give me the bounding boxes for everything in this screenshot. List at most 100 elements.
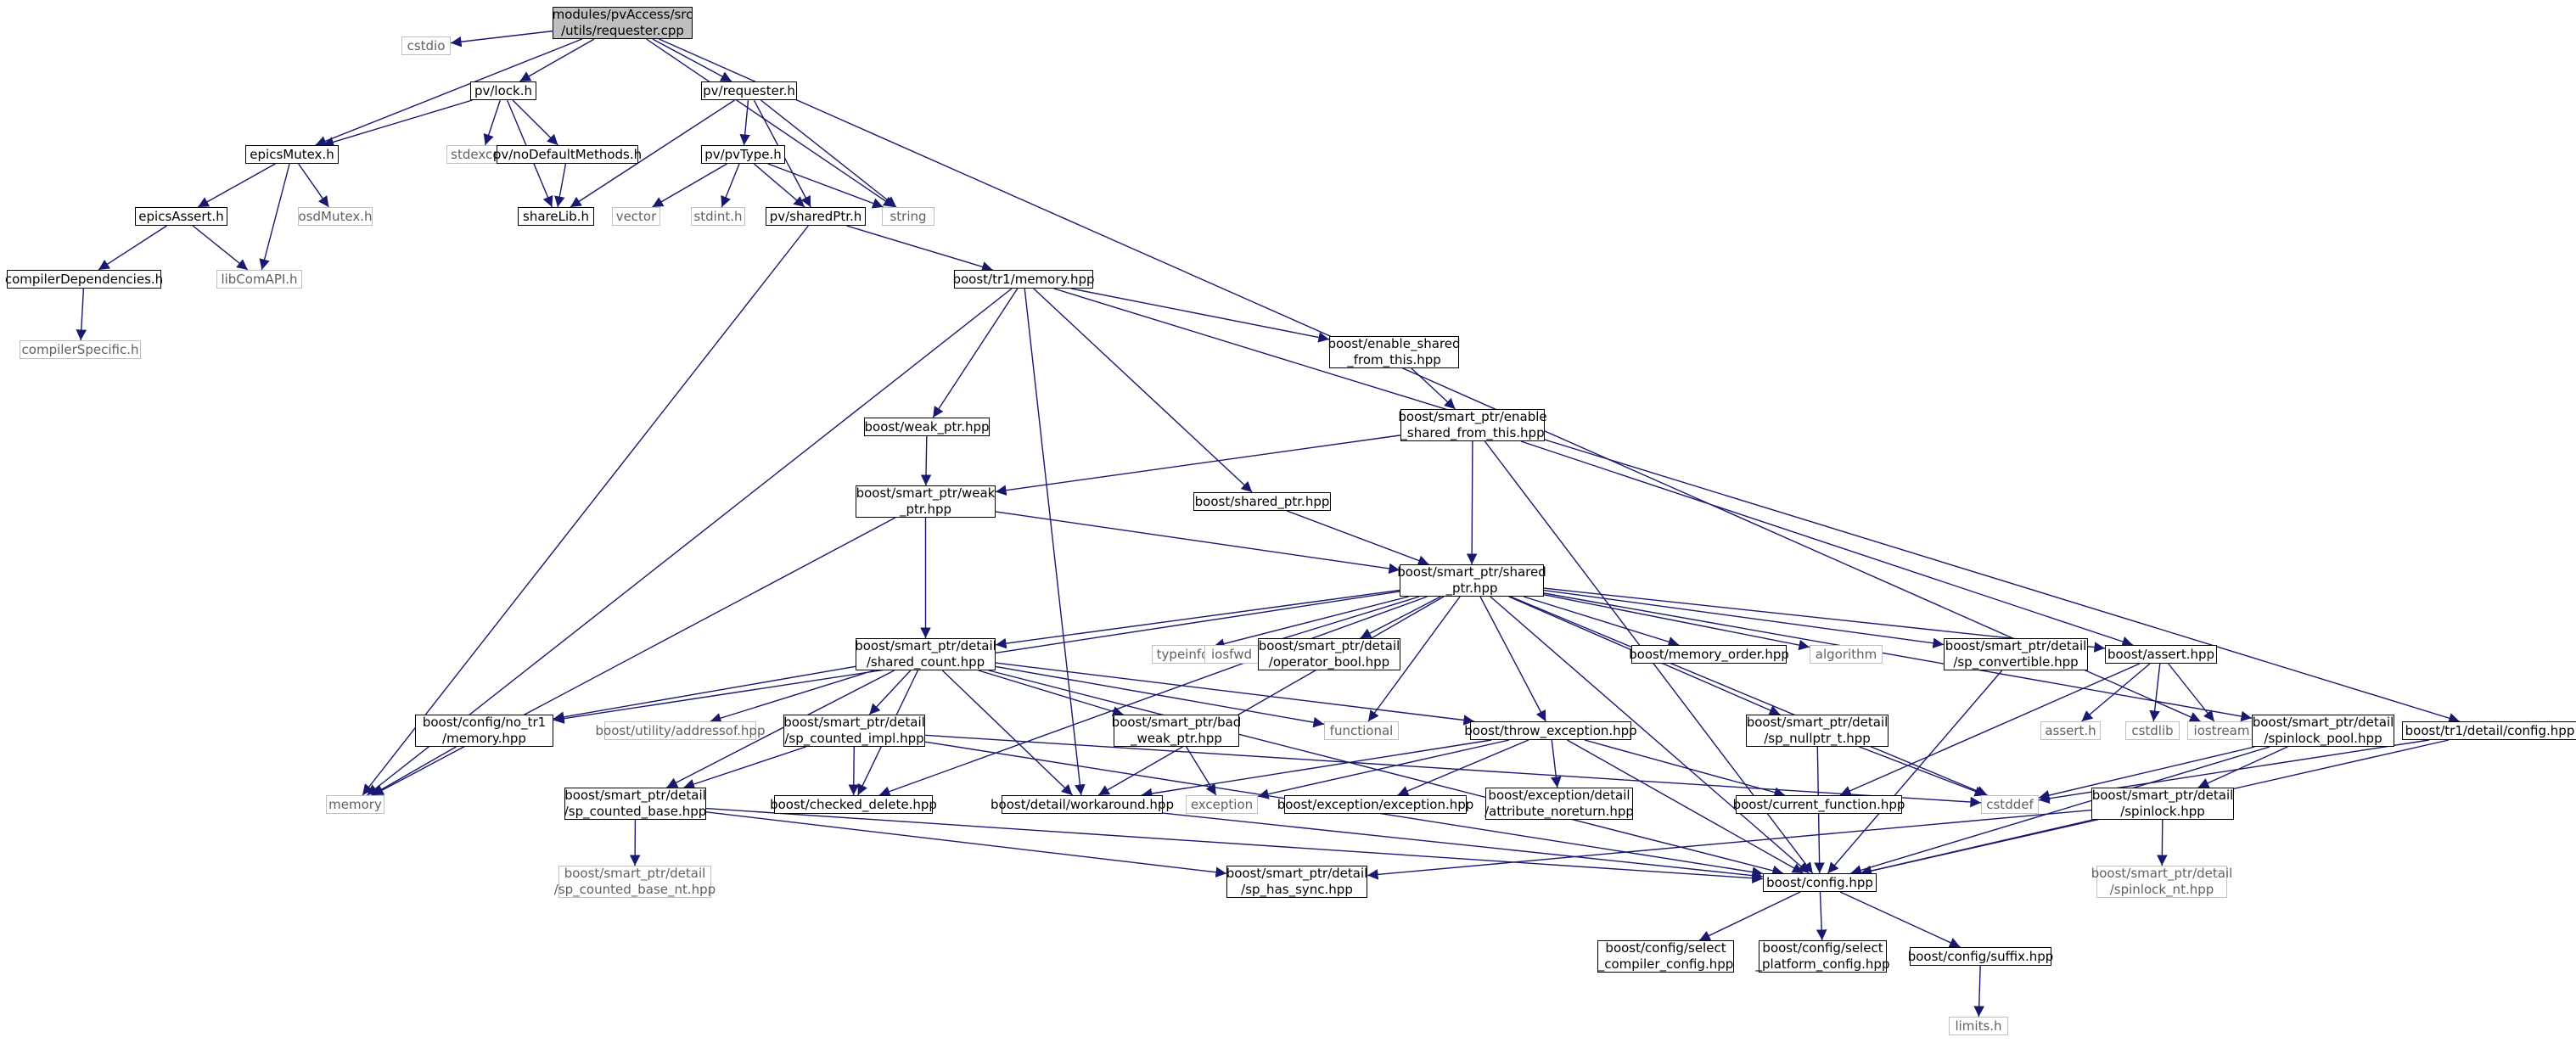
node-cstddef: cstddef bbox=[1981, 795, 2039, 814]
edge-spSharedPtr-to-operatorBool bbox=[1360, 596, 1441, 639]
edge-spEnableShared-to-spWeakPtr bbox=[995, 435, 1401, 496]
node-compilerDep[interactable]: compilerDependencies.h bbox=[5, 270, 163, 289]
node-noDefault[interactable]: pv/noDefaultMethods.h bbox=[493, 145, 642, 164]
edge-spSharedPtr-to-algorithm bbox=[1543, 594, 1810, 651]
node-requester[interactable]: pv/requester.h bbox=[701, 81, 797, 100]
node-spinlock[interactable]: boost/smart_ptr/detail /spinlock.hpp bbox=[2091, 788, 2234, 820]
node-enableShared[interactable]: boost/enable_shared _from_this.hpp bbox=[1327, 336, 1461, 368]
node-currentFunction[interactable]: boost/current_function.hpp bbox=[1733, 795, 1905, 814]
edge-root-to-cstdio bbox=[450, 30, 553, 48]
edge-weakPtr-to-spWeakPtr bbox=[920, 435, 932, 486]
node-memoryOrder[interactable]: boost/memory_order.hpp bbox=[1629, 645, 1789, 664]
edge-sharedCount-to-noTr1Memory bbox=[553, 665, 856, 722]
node-epicsMutex[interactable]: epicsMutex.h bbox=[245, 145, 339, 164]
node-throwException[interactable]: boost/throw_exception.hpp bbox=[1464, 721, 1637, 740]
node-checkedDelete[interactable]: boost/checked_delete.hpp bbox=[770, 795, 937, 814]
edge-sharedCount-to-addressof bbox=[710, 670, 874, 724]
node-operatorBool[interactable]: boost/smart_ptr/detail /operator_bool.hp… bbox=[1258, 638, 1400, 670]
node-spinlockPool[interactable]: boost/smart_ptr/detail /spinlock_pool.hp… bbox=[2252, 715, 2394, 747]
node-memory: memory bbox=[326, 795, 384, 814]
node-sharedPtr[interactable]: pv/sharedPtr.h bbox=[766, 207, 866, 226]
node-selectPlatform[interactable]: boost/config/select _platform_config.hpp bbox=[1755, 940, 1890, 973]
edge-spWeakPtr-to-spSharedPtr bbox=[995, 511, 1400, 575]
edge-spCountedImpl-to-cstddef bbox=[924, 734, 1982, 808]
edge-spSharedPtr-to-boostConfig bbox=[1490, 596, 1810, 874]
node-spCountedImpl[interactable]: boost/smart_ptr/detail /sp_counted_impl.… bbox=[783, 715, 925, 747]
node-boostConfig[interactable]: boost/config.hpp bbox=[1763, 873, 1877, 892]
node-selectCompiler[interactable]: boost/config/select _compiler_config.hpp bbox=[1597, 940, 1734, 973]
node-sharedPtrHpp[interactable]: boost/shared_ptr.hpp bbox=[1193, 492, 1331, 511]
node-attrNoreturn[interactable]: boost/exception/detail /attribute_noretu… bbox=[1484, 788, 1634, 820]
edge-spinlockPool-to-boostConfig bbox=[1850, 746, 2270, 876]
edge-requester-to-shareLib bbox=[570, 99, 735, 208]
node-pvType[interactable]: pv/pvType.h bbox=[701, 145, 785, 164]
node-vector: vector bbox=[612, 207, 660, 226]
edge-spConvertible-to-boostConfig bbox=[1827, 670, 2003, 874]
node-suffix[interactable]: boost/config/suffix.hpp bbox=[1908, 947, 2053, 966]
node-epicsAssert[interactable]: epicsAssert.h bbox=[135, 207, 227, 226]
edge-spEnableShared-to-boostAssert bbox=[1520, 440, 2134, 647]
edge-spCountedImpl-to-spCountedBase bbox=[683, 746, 806, 789]
node-compilerSpecific: compilerSpecific.h bbox=[20, 340, 141, 359]
node-spWeakPtr[interactable]: boost/smart_ptr/weak _ptr.hpp bbox=[856, 485, 996, 518]
edge-pvType-to-sharedPtr bbox=[753, 163, 805, 208]
node-boostAssert[interactable]: boost/assert.hpp bbox=[2105, 645, 2217, 664]
node-spinlockNt: boost/smart_ptr/detail /spinlock_nt.hpp bbox=[2091, 866, 2233, 898]
node-cstdlib: cstdlib bbox=[2125, 721, 2180, 740]
node-functional: functional bbox=[1324, 721, 1399, 740]
edge-tr1memory-to-sharedPtrHpp bbox=[1033, 288, 1253, 493]
edge-spNullptr-to-cstddef bbox=[1859, 746, 1986, 797]
edge-spSharedPtr-to-spConvertible bbox=[1543, 589, 1945, 649]
node-addressof: boost/utility/addressof.hpp bbox=[596, 721, 765, 740]
edge-sharedCount-to-functional bbox=[995, 665, 1325, 728]
edge-sharedCount-to-workaround bbox=[941, 670, 1074, 796]
edge-requester-to-string bbox=[760, 99, 897, 208]
node-spSharedPtr[interactable]: boost/smart_ptr/shared _ptr.hpp bbox=[1397, 564, 1546, 597]
node-spConvertible[interactable]: boost/smart_ptr/detail /sp_convertible.h… bbox=[1944, 638, 2088, 670]
edge-throwException-to-workaround bbox=[1141, 739, 1492, 799]
node-spEnableShared[interactable]: boost/smart_ptr/enable _shared_from_this… bbox=[1398, 409, 1547, 441]
edge-sharedCount-to-spCountedImpl bbox=[868, 670, 912, 715]
edge-epicsAssert-to-libComAPI bbox=[192, 225, 249, 271]
edge-spinlock-to-spHasSync bbox=[1367, 809, 2092, 880]
node-limits: limits.h bbox=[1949, 1017, 2008, 1035]
node-libComAPI: libComAPI.h bbox=[216, 270, 302, 289]
node-weakPtr[interactable]: boost/weak_ptr.hpp bbox=[864, 418, 990, 436]
edge-root-to-string bbox=[646, 38, 895, 208]
edge-tr1memory-to-tr1DetailConfig bbox=[1053, 288, 2460, 724]
edge-spSharedPtr-to-functional bbox=[1367, 596, 1461, 722]
edge-boostAssert-to-currentFunction bbox=[1839, 663, 2141, 796]
node-spNullptr[interactable]: boost/smart_ptr/detail /sp_nullptr_t.hpp bbox=[1746, 715, 1889, 747]
edge-spSharedPtr-to-cstddef bbox=[1510, 596, 1988, 796]
node-shareLib[interactable]: shareLib.h bbox=[518, 207, 594, 226]
edge-spSharedPtr-to-spinlockPool bbox=[1543, 592, 2253, 722]
edge-boostConfig-to-suffix bbox=[1839, 891, 1961, 948]
node-badWeakPtr[interactable]: boost/smart_ptr/bad _weak_ptr.hpp bbox=[1111, 715, 1242, 747]
edge-spSharedPtr-to-sharedCount bbox=[995, 589, 1400, 649]
node-workaround[interactable]: boost/detail/workaround.hpp bbox=[991, 795, 1174, 814]
edge-spSharedPtr-to-iosfwd bbox=[1258, 596, 1420, 648]
node-sharedCount[interactable]: boost/smart_ptr/detail /shared_count.hpp bbox=[855, 638, 996, 670]
edge-boostConfig-to-selectPlatform bbox=[1816, 891, 1827, 941]
edge-pvType-to-vector bbox=[652, 163, 727, 208]
node-spHasSync[interactable]: boost/smart_ptr/detail /sp_has_sync.hpp bbox=[1226, 866, 1368, 898]
edge-throwException-to-boostConfig bbox=[1567, 739, 1804, 874]
node-lock[interactable]: pv/lock.h bbox=[470, 81, 536, 100]
edge-epicsAssert-to-compilerDep bbox=[98, 225, 167, 271]
edge-epicsMutex-to-epicsAssert bbox=[197, 163, 276, 208]
edge-boostAssert-to-iostream bbox=[2168, 663, 2215, 722]
node-exceptionException[interactable]: boost/exception/exception.hpp bbox=[1277, 795, 1473, 814]
edge-spCountedImpl-to-checkedDelete bbox=[848, 746, 860, 796]
node-tr1memory[interactable]: boost/tr1/memory.hpp bbox=[952, 270, 1095, 289]
edge-root-to-iostream bbox=[659, 38, 2201, 722]
node-noTr1Memory[interactable]: boost/config/no_tr1 /memory.hpp bbox=[415, 715, 553, 747]
node-asserth: assert.h bbox=[2040, 721, 2101, 740]
node-spCountedBase[interactable]: boost/smart_ptr/detail /sp_counted_base.… bbox=[564, 788, 707, 820]
edge-noDefault-to-shareLib bbox=[554, 163, 567, 208]
node-tr1DetailConfig[interactable]: boost/tr1/detail/config.hpp bbox=[2402, 721, 2576, 740]
edge-spCountedBase-to-boostConfig bbox=[705, 807, 1764, 883]
edge-requester-to-pvType bbox=[739, 99, 750, 146]
node-root[interactable]: modules/pvAccess/src /utils/requester.cp… bbox=[552, 7, 693, 39]
edge-tr1memory-to-workaround bbox=[1024, 288, 1086, 796]
node-stdint: stdint.h bbox=[691, 207, 745, 226]
